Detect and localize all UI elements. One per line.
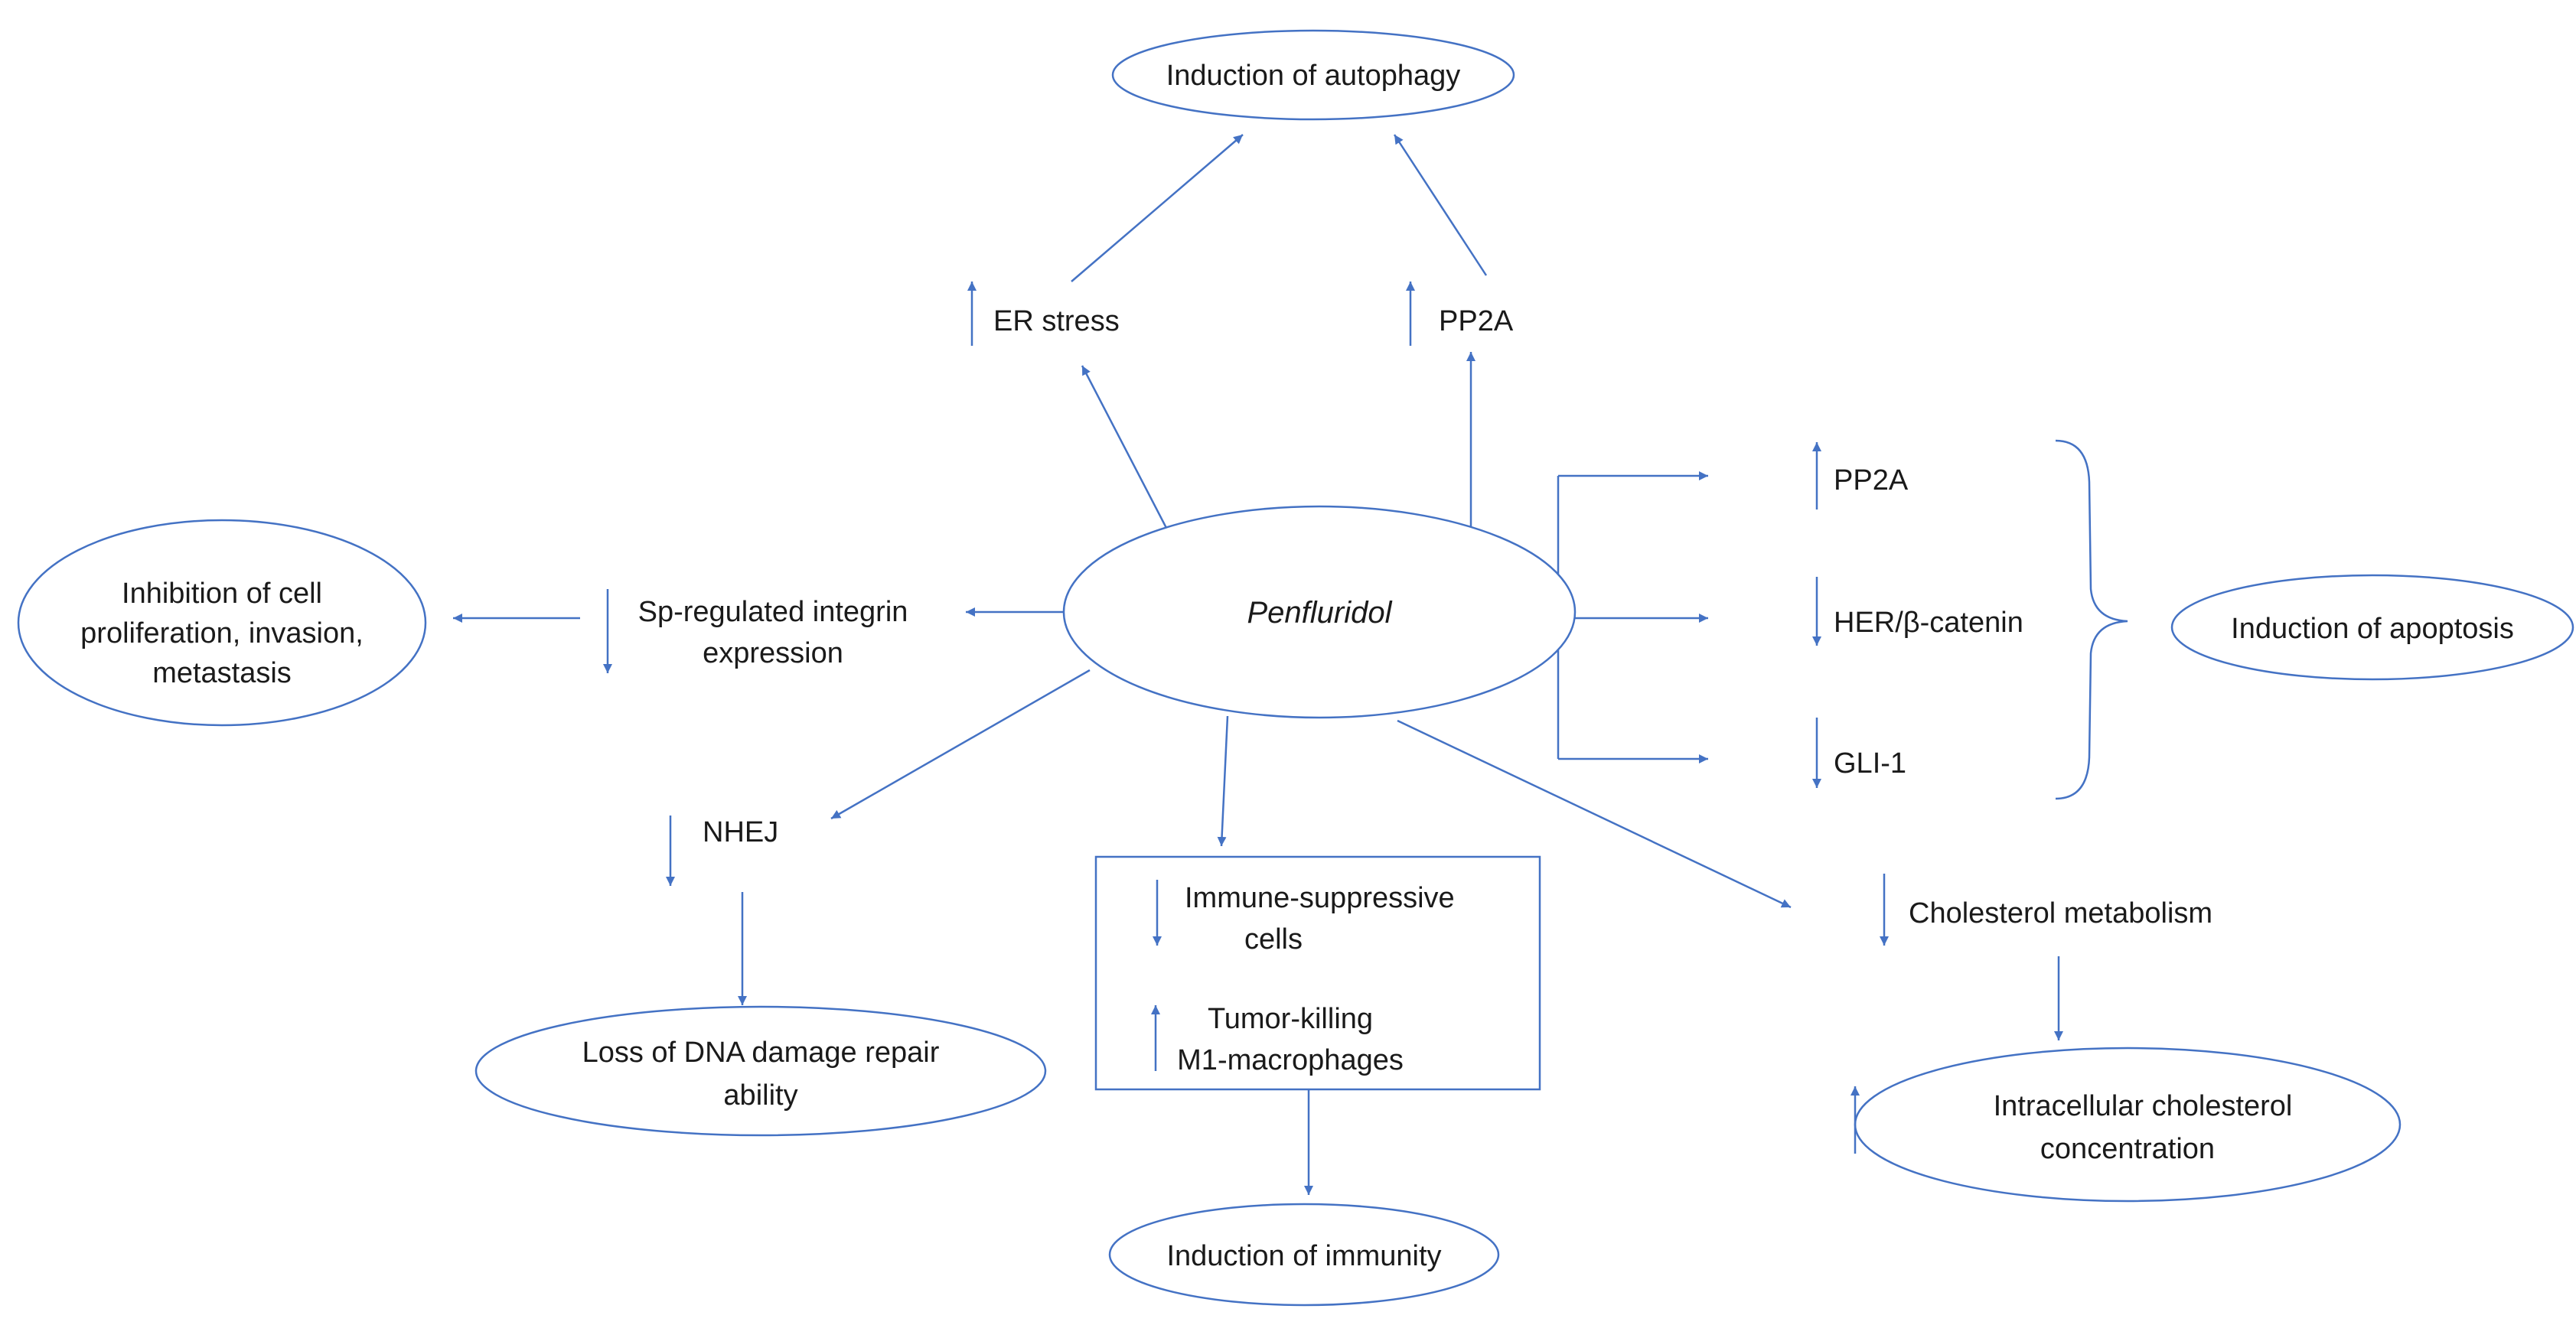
dna-label-1: Loss of DNA damage repair <box>582 1037 940 1069</box>
pp2a-top-label: PP2A <box>1439 305 1514 337</box>
suppressive-label-1: Immune-suppressive <box>1185 882 1455 914</box>
inhibition-label-2: proliferation, invasion, <box>80 617 364 649</box>
her-label: HER/β-catenin <box>1834 607 2023 639</box>
apoptosis-label: Induction of apoptosis <box>2231 613 2514 645</box>
node-cholesterol-concentration <box>1854 1047 2402 1203</box>
sp-integrin-label-1: Sp-regulated integrin <box>638 596 908 628</box>
node-induction-of-autophagy <box>1111 29 1515 121</box>
cholesterol-conc-label-2: concentration <box>2040 1133 2215 1165</box>
node-inhibition <box>17 519 427 727</box>
inhibition-label-1: Inhibition of cell <box>122 578 322 610</box>
inhibition-label-3: metastasis <box>152 657 292 689</box>
nhej-label: NHEJ <box>703 816 778 848</box>
er-stress-label: ER stress <box>993 305 1120 337</box>
arrow-center-to-nhej <box>830 669 1091 820</box>
pp2a-right-label: PP2A <box>1834 464 1909 496</box>
apoptosis-brace <box>2055 439 2128 800</box>
center-label: Penfluridol <box>1247 596 1392 630</box>
node-induction-of-apoptosis <box>2170 574 2574 681</box>
immunity-label: Induction of immunity <box>1166 1240 1441 1272</box>
autophagy-label: Induction of autophagy <box>1166 60 1461 92</box>
arrow-center-to-immune-box <box>1217 715 1229 847</box>
suppressive-label-2: cells <box>1244 923 1303 955</box>
arrow-er-stress-to-autophagy <box>1071 134 1244 282</box>
arrow-pp2a-to-autophagy <box>1393 134 1488 276</box>
node-dna-repair <box>474 1005 1047 1137</box>
node-immune-box <box>1094 855 1541 1091</box>
gli-label: GLI-1 <box>1834 747 1906 780</box>
cholesterol-metab-label: Cholesterol metabolism <box>1909 897 2212 929</box>
dna-label-2: ability <box>723 1079 797 1112</box>
cholesterol-conc-label-1: Intracellular cholesterol <box>1994 1090 2293 1122</box>
m1-label-2: M1-macrophages <box>1177 1044 1404 1076</box>
m1-label-1: Tumor-killing <box>1208 1003 1373 1035</box>
arrow-center-to-cholesterol-metabolism <box>1397 719 1792 909</box>
arrow-center-to-er-stress <box>1081 365 1168 529</box>
node-induction-of-immunity <box>1108 1203 1500 1307</box>
node-penfluridol <box>1062 505 1577 719</box>
sp-integrin-label-2: expression <box>703 637 843 669</box>
